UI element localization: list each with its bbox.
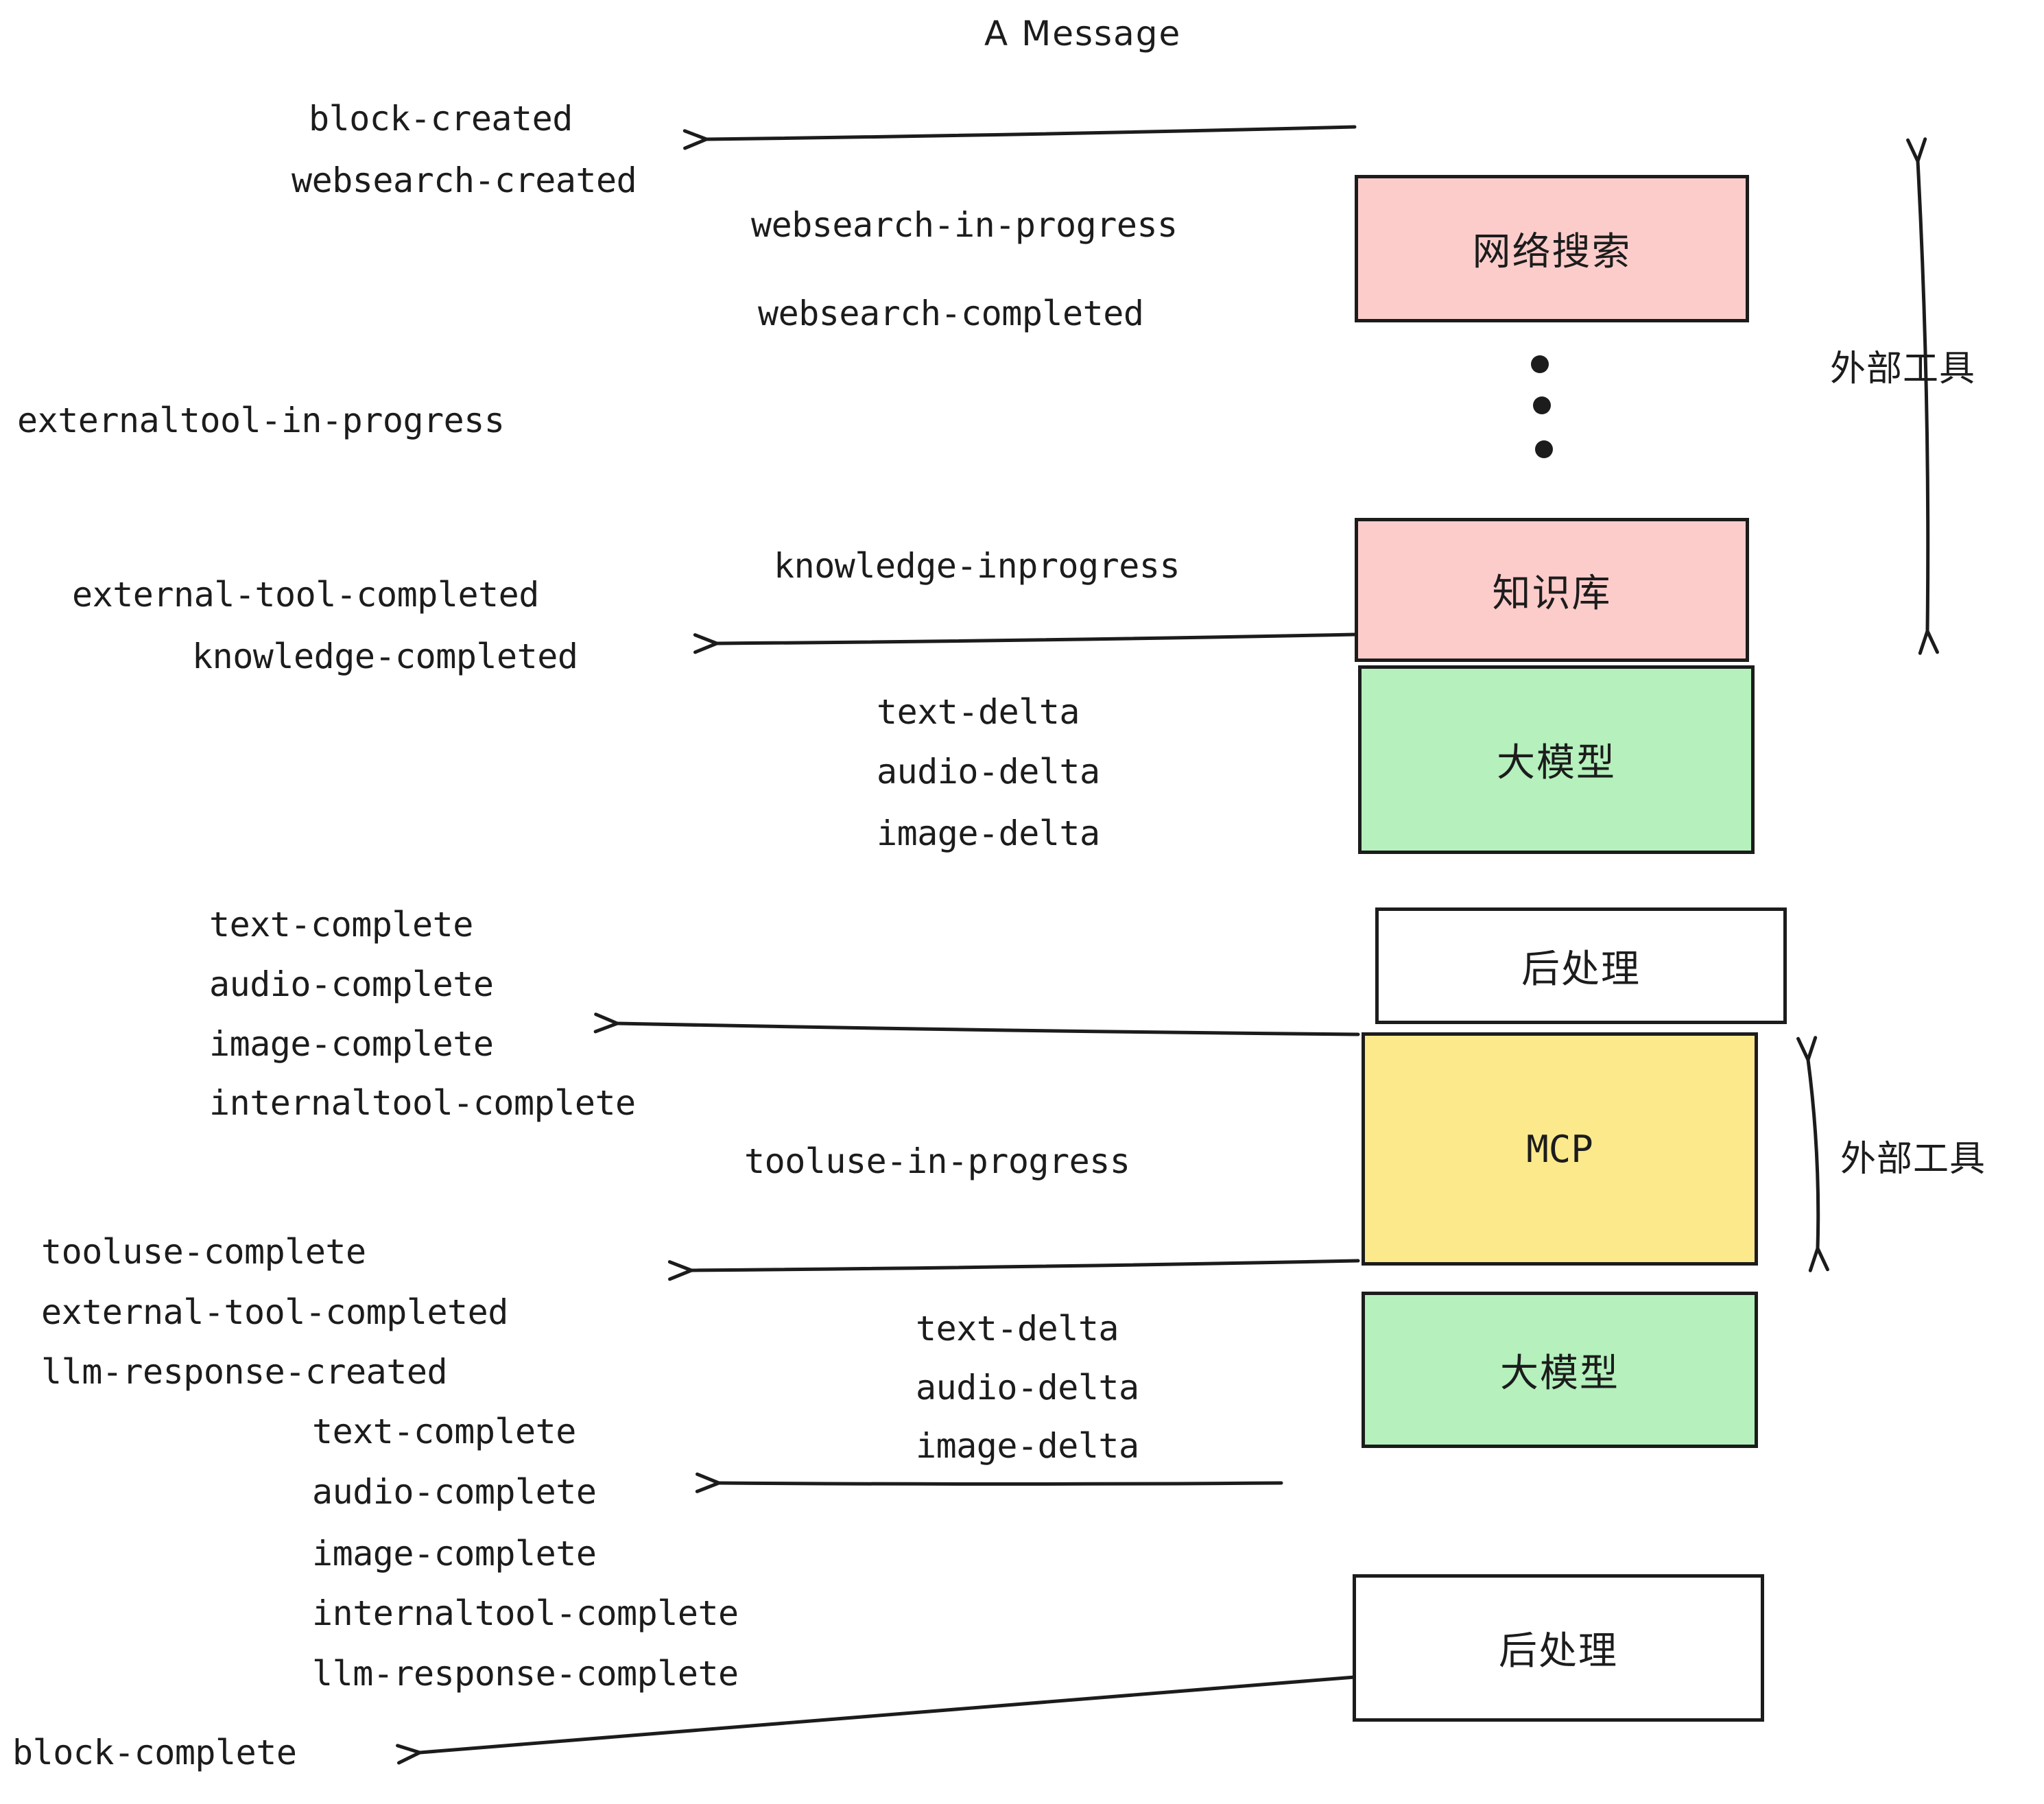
node-box-llm-1: 大模型 bbox=[1358, 665, 1755, 854]
event-label-image-delta-1: image-delta bbox=[877, 814, 1100, 853]
node-box-llm-2: 大模型 bbox=[1362, 1292, 1758, 1448]
arrow-audio-complete-head bbox=[695, 1472, 721, 1493]
external-tools-span-1-head-up bbox=[1906, 137, 1927, 163]
side-label-external-tools-2: 外部工具 bbox=[1840, 1139, 1986, 1180]
event-label-audio-delta-1: audio-delta bbox=[877, 752, 1100, 792]
arrow-block-complete-head bbox=[396, 1744, 422, 1765]
event-label-audio-complete-2: audio-complete bbox=[312, 1472, 597, 1512]
event-label-text-complete-1: text-complete bbox=[209, 905, 473, 945]
node-box-mcp: MCP bbox=[1362, 1032, 1758, 1266]
event-label-image-complete-1: image-complete bbox=[209, 1024, 494, 1064]
arrow-audio-complete-line bbox=[717, 1481, 1283, 1486]
external-tools-span-1-line bbox=[1916, 159, 1930, 633]
arrow-knowledge-line bbox=[715, 632, 1357, 645]
event-label-block-complete: block-complete bbox=[12, 1733, 297, 1772]
event-label-knowledge-completed: knowledge-completed bbox=[192, 637, 578, 676]
event-label-external-tool-completed-1: external-tool-completed bbox=[72, 575, 539, 615]
event-label-knowledge-inprogress: knowledge-inprogress bbox=[774, 546, 1180, 586]
event-label-internaltool-complete-2: internaltool-complete bbox=[312, 1593, 739, 1633]
event-label-text-complete-2: text-complete bbox=[312, 1412, 576, 1451]
event-label-websearch-in-progress: websearch-in-progress bbox=[751, 205, 1178, 245]
arrow-block-complete-line bbox=[418, 1675, 1357, 1755]
arrow-image-complete-head bbox=[593, 1012, 619, 1034]
event-label-external-tool-completed-2: external-tool-completed bbox=[41, 1292, 508, 1332]
arrow-knowledge-head bbox=[693, 633, 719, 654]
event-label-llm-response-complete: llm-response-complete bbox=[312, 1654, 739, 1694]
event-label-text-delta-2: text-delta bbox=[916, 1309, 1119, 1349]
side-label-external-tools-1: 外部工具 bbox=[1830, 348, 1976, 390]
event-label-externaltool-in-progress: externaltool-in-progress bbox=[17, 401, 505, 440]
arrow-tooluse-complete-line bbox=[689, 1259, 1360, 1272]
node-box-knowledge: 知识库 bbox=[1355, 518, 1749, 662]
external-tools-span-1-head-down bbox=[1918, 629, 1939, 655]
event-label-audio-complete-1: audio-complete bbox=[209, 964, 494, 1004]
node-box-websearch: 网络搜索 bbox=[1355, 175, 1749, 322]
external-tools-span-2-head-down bbox=[1808, 1246, 1829, 1272]
event-label-image-complete-2: image-complete bbox=[312, 1534, 597, 1574]
ellipsis-dot bbox=[1531, 355, 1549, 373]
event-label-block-created: block-created bbox=[309, 99, 573, 139]
event-label-websearch-created: websearch-created bbox=[292, 161, 637, 200]
arrow-block-created-head bbox=[682, 129, 709, 150]
arrow-image-complete-line bbox=[615, 1021, 1360, 1036]
arrow-block-created-line bbox=[704, 125, 1357, 141]
ellipsis-dot bbox=[1533, 396, 1551, 414]
event-label-tooluse-complete: tooluse-complete bbox=[41, 1232, 366, 1272]
event-label-text-delta-1: text-delta bbox=[877, 692, 1080, 732]
node-box-postprocess-1: 后处理 bbox=[1375, 907, 1787, 1024]
ellipsis-dot bbox=[1535, 440, 1553, 458]
event-label-audio-delta-2: audio-delta bbox=[916, 1368, 1139, 1408]
external-tools-span-2-line bbox=[1806, 1058, 1820, 1250]
external-tools-span-2-head-up bbox=[1796, 1036, 1818, 1062]
event-label-tooluse-in-progress: tooluse-in-progress bbox=[744, 1141, 1130, 1181]
page-title: A Message bbox=[984, 14, 1182, 54]
node-box-postprocess-2: 后处理 bbox=[1353, 1574, 1764, 1722]
event-label-image-delta-2: image-delta bbox=[916, 1426, 1139, 1466]
arrow-tooluse-complete-head bbox=[667, 1260, 693, 1281]
event-label-websearch-completed: websearch-completed bbox=[758, 294, 1144, 333]
event-label-llm-response-created: llm-response-created bbox=[41, 1352, 448, 1392]
event-label-internaltool-complete-1: internaltool-complete bbox=[209, 1083, 636, 1123]
